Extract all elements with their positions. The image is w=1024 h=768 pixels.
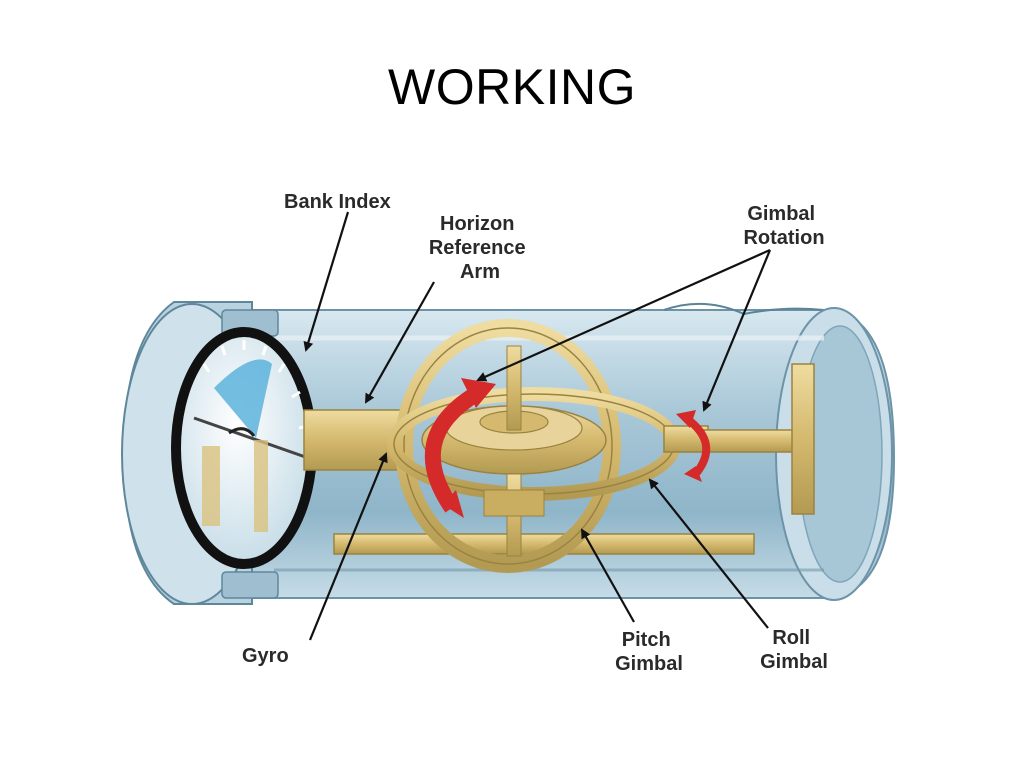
label-pitch-gimbal: Pitch Gimbal [615,629,683,675]
gimbal-rotation-arrow-roll [676,410,711,482]
attitude-indicator-diagram: Bank Index Horizon Reference Arm Gimbal … [104,178,920,688]
pitch-gimbal [395,319,621,573]
bank-index-ring [171,327,317,569]
label-bank-index: Bank Index [284,191,391,213]
leader-pitch-gimbal [581,528,635,623]
label-gimbal-rotation: Gimbal Rotation [743,203,824,249]
slide-title: WORKING [388,59,636,115]
label-roll-gimbal: Roll Gimbal [760,627,828,673]
gyro-rotor [421,345,607,557]
leader-bank-index [303,211,350,352]
leader-gimbal-rotation-b [702,249,772,412]
label-horizon-reference-arm: Horizon Reference Arm [429,213,531,283]
leader-gyro [308,452,388,641]
leader-horizon-reference-arm [365,281,435,404]
label-gyro: Gyro [242,645,289,667]
leader-gimbal-rotation-a [476,248,771,382]
gimbal-rotation-arrow-pitch [424,378,496,518]
leader-roll-gimbal [648,478,769,629]
